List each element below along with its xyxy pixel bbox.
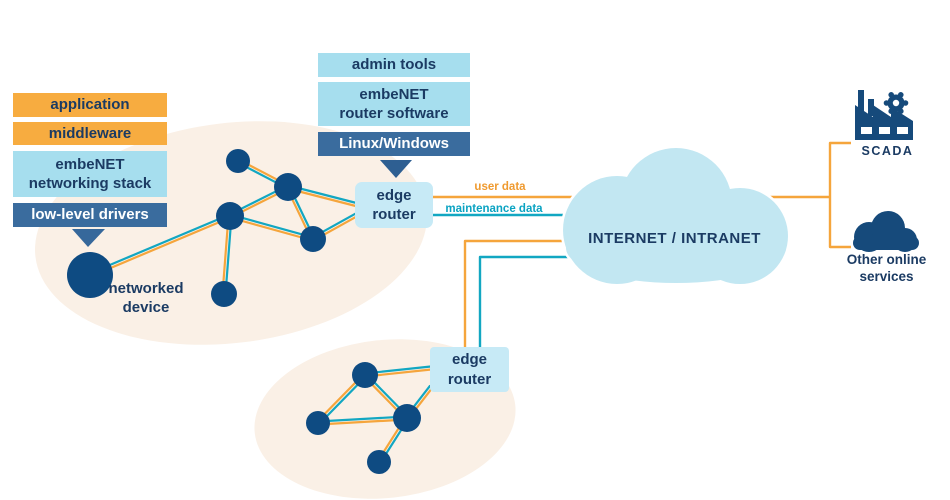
mesh-node [300,226,326,252]
router-stack-arrow-icon [380,160,412,178]
mesh2-nodes [306,362,421,474]
mesh-node [352,362,378,388]
maintenance-data-line-2 [478,255,592,349]
internet-cloud-icon [560,145,791,287]
device-stack-box-application: application [13,93,167,117]
device-stack-box-networking-stack: embeNET networking stack [13,151,167,197]
edge-router-2-box: edge router [430,347,509,392]
maintenance-data-label: maintenance data [445,203,543,215]
user-data-line-2 [463,239,600,349]
user-data-label: user data [474,181,526,193]
mesh-node [226,149,250,173]
mesh-node [367,450,391,474]
mesh-node [211,281,237,307]
mesh-node [306,411,330,435]
router-stack-box-admin-tools: admin tools [318,53,470,77]
mesh-node [274,173,302,201]
scada-label: SCADA [861,144,914,158]
networked-device-label: networked device [108,280,184,316]
router-stack-box-os: Linux/Windows [318,132,470,156]
device-stack-arrow-icon [72,229,105,247]
services-bracket [828,141,851,249]
edge-router-1-box: edge router [355,182,433,228]
mesh1-nodes [67,149,326,307]
other-services-cloud-icon [853,211,919,252]
mesh-node-networked-device [67,252,113,298]
mesh-node [216,202,244,230]
device-stack-box-drivers: low-level drivers [13,203,167,227]
router-stack-box-router-software: embeNET router software [318,82,470,126]
device-stack-box-middleware: middleware [13,122,167,145]
internet-intranet-label: INTERNET / INTRANET [588,230,761,247]
other-services-label: Other online services [846,252,927,284]
scada-factory-icon [855,90,913,140]
mesh-node [393,404,421,432]
